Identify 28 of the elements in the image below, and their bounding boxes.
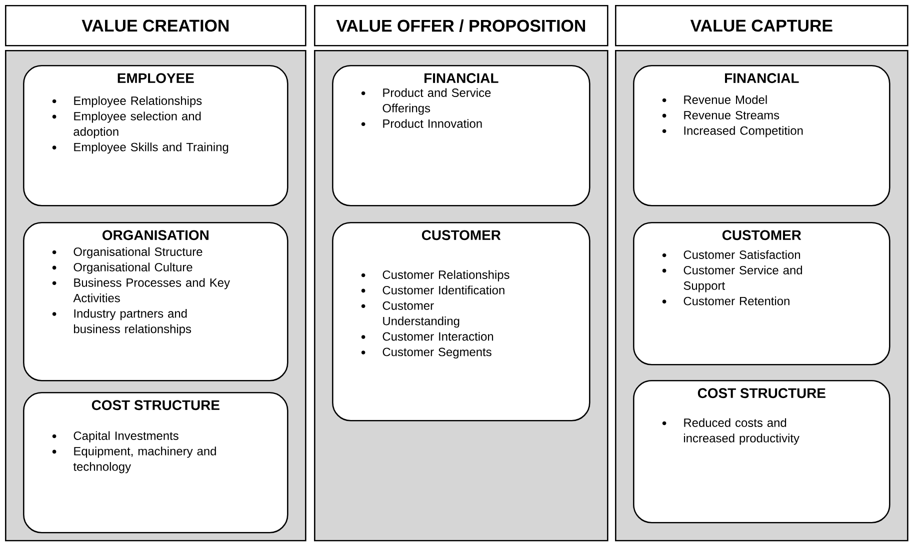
node-label: Customer Segments bbox=[382, 348, 492, 359]
node-label: Customer Relationships bbox=[382, 270, 510, 282]
node-label: Industry partners and business relationships bbox=[74, 308, 192, 336]
bullet-list: Customer Satisfaction Customer Service and Support Customer Retention bbox=[662, 250, 802, 306]
column-header: VALUE CAPTURE bbox=[615, 5, 908, 46]
column-header: VALUE CREATION bbox=[5, 5, 306, 46]
column-header: VALUE OFFER / PROPOSITION bbox=[314, 5, 608, 46]
node-label: Organisational Structure bbox=[74, 247, 202, 258]
box-heading: ORGANISATION bbox=[102, 230, 208, 240]
node-label: Customer Understanding bbox=[382, 301, 460, 328]
bullet-list: Customer Relationships Customer Identification Customer Understanding Customer Interaction Customer Segments bbox=[361, 270, 510, 359]
node-label: Customer Interaction bbox=[382, 332, 494, 341]
box-heading: CUSTOMER bbox=[422, 230, 501, 240]
box-heading: FINANCIAL bbox=[725, 73, 799, 84]
bullet-list: Product and Service Offerings Product Innovation bbox=[361, 88, 491, 128]
node-label: Customer Identification bbox=[382, 286, 504, 294]
bullet-list: Revenue Model Revenue Streams Increased Competition bbox=[662, 95, 803, 138]
box-heading: EMPLOYEE bbox=[118, 73, 194, 84]
node-label: Business Processes and Key Activities bbox=[73, 278, 230, 302]
box-heading: COST STRUCTURE bbox=[92, 400, 220, 410]
bullet-list: Employee Relationships Employee selection and adoption Employee Skills and Training bbox=[52, 96, 228, 154]
box-heading: COST STRUCTURE bbox=[698, 388, 826, 398]
bullet-list: Organisational Structure Organisational Culture Business Processes and Key Activities Industry partners and business relationships bbox=[52, 247, 230, 336]
box-heading: CUSTOMER bbox=[722, 230, 802, 240]
box-heading: FINANCIAL bbox=[424, 73, 498, 84]
bullet-list: Capital Investments Equipment, machinery and technology bbox=[52, 431, 216, 474]
node-label: Organisational Culture bbox=[74, 262, 192, 274]
bullet-list: Reduced costs and increased productivity bbox=[662, 418, 800, 445]
